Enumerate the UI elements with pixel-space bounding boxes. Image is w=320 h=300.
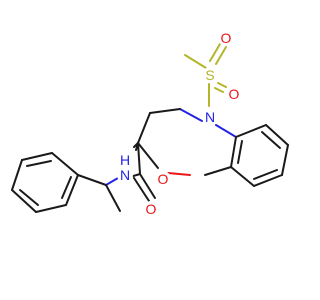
bond-s-o-top-1 — [209, 43, 221, 62]
amide-nitrogen-label: N — [120, 167, 130, 183]
bonds — [11, 43, 289, 213]
benz-4 — [253, 174, 283, 187]
bond-ch-co — [137, 142, 141, 175]
bond-ch-methyl — [105, 184, 121, 212]
benz-2-inner — [261, 131, 281, 149]
benz-3 — [281, 144, 289, 176]
ph-6 — [65, 174, 79, 206]
ph-1 — [51, 152, 79, 176]
bond-n-ch2 — [179, 108, 203, 122]
bond-ch2-ch2 — [149, 108, 181, 114]
benz-4-inner — [253, 169, 278, 180]
ph-4-inner — [19, 189, 39, 206]
benz-1 — [235, 124, 267, 138]
bond-s-o-top-2 — [215, 46, 227, 65]
ring-nitrogen-label: N — [205, 109, 215, 125]
benz-5 — [230, 166, 255, 187]
ph-5 — [35, 204, 67, 213]
ph-4 — [11, 189, 37, 213]
bond-s-o-right-1 — [217, 82, 227, 88]
bond-co-o-1 — [139, 173, 156, 199]
amide-hydrogen-label: H — [120, 152, 130, 168]
ph-6-inner — [61, 176, 72, 199]
bond-methyl-s — [184, 54, 207, 69]
bond-s-o-right-2 — [214, 87, 224, 93]
bond-ch-ph — [77, 174, 107, 186]
bond-co-o-2 — [133, 177, 150, 202]
bond-o-ar — [167, 172, 191, 176]
ring-oxygen-label: O — [158, 171, 169, 187]
structure-svg: S O O N O N H O — [11, 30, 289, 217]
benz-6 — [230, 136, 237, 168]
atom-labels: S O O N O N H O — [117, 30, 242, 217]
ph-2-inner — [26, 160, 52, 167]
bond-ch2-ch — [137, 112, 151, 144]
benz-2 — [265, 124, 289, 146]
bond-n-ch — [105, 177, 119, 186]
benz-6-inner — [237, 140, 243, 164]
sulfur-label: S — [205, 67, 214, 83]
molecule-diagram: S O O N O N H O — [11, 30, 289, 217]
carbonyl-oxygen-label: O — [146, 201, 157, 217]
ph-2 — [21, 152, 53, 161]
ph-3 — [11, 159, 23, 191]
bond-ar-o — [204, 166, 232, 176]
sulfonyl-oxygen-right-label: O — [229, 86, 240, 102]
bond-n-ar — [215, 124, 237, 138]
sulfonyl-oxygen-top-label: O — [221, 30, 232, 46]
bond-ch-o — [137, 142, 159, 169]
